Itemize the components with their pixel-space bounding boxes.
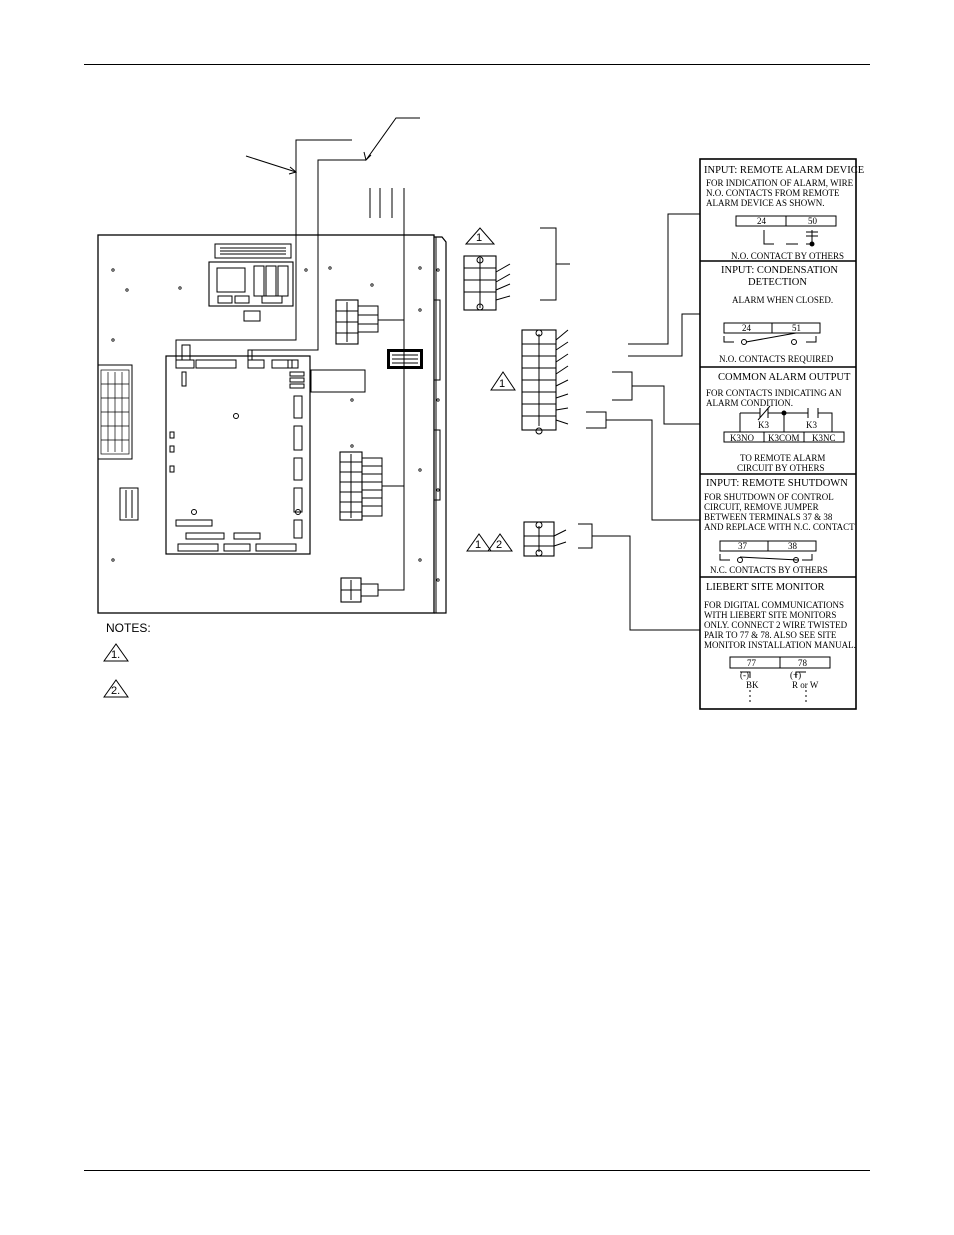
- panel-remote-shutdown-footer: N.C. CONTACTS BY OTHERS: [710, 565, 828, 575]
- terminal-37: 37: [738, 541, 748, 551]
- terminal-77: 77: [747, 658, 757, 668]
- triangle-note-bottom-1: 1: [475, 539, 481, 551]
- panel-site-monitor-body-3: ONLY. CONNECT 2 WIRE TWISTED: [704, 620, 848, 630]
- bottom-connector: [523, 521, 700, 631]
- panel-remote-shutdown-title: INPUT: REMOTE SHUTDOWN: [706, 478, 848, 489]
- note-1-number: 1.: [111, 649, 120, 661]
- terminal-k3no: K3NO: [730, 433, 754, 443]
- polarity-negative: (-): [740, 670, 749, 680]
- panel-remote-shutdown-body-1: FOR SHUTDOWN OF CONTROL: [704, 492, 834, 502]
- wire-bk: BK: [746, 680, 759, 690]
- panel-condensation-title-1: INPUT: CONDENSATION: [721, 265, 838, 276]
- panel-remote-shutdown-body-3: BETWEEN TERMINALS 37 & 38: [704, 512, 833, 522]
- panel-site-monitor-title: LIEBERT SITE MONITOR: [706, 582, 825, 593]
- control-cabinet: [97, 117, 447, 614]
- contact-k3-right: K3: [806, 420, 817, 430]
- middle-connector: [521, 213, 700, 521]
- panel-remote-alarm-body-3: ALARM DEVICE AS SHOWN.: [706, 198, 825, 208]
- triangle-note-bottom-2: 2: [496, 539, 502, 551]
- header-rule: [84, 64, 870, 65]
- panel-remote-shutdown-body-4: AND REPLACE WITH N.C. CONTACT: [704, 522, 855, 532]
- terminal-78: 78: [798, 658, 808, 668]
- terminal-k3nc: K3NC: [812, 433, 836, 443]
- top-connector: [463, 227, 570, 311]
- polarity-positive: (+): [790, 670, 801, 680]
- terminal-38: 38: [788, 541, 798, 551]
- panel-common-alarm-title: COMMON ALARM OUTPUT: [718, 372, 851, 383]
- terminal-k3com: K3COM: [768, 433, 800, 443]
- terminal-51: 51: [792, 323, 801, 333]
- note-2-number: 2.: [111, 685, 120, 697]
- footer-rule: [84, 1170, 870, 1171]
- panel-remote-alarm-footer: N.O. CONTACT BY OTHERS: [731, 251, 844, 261]
- panel-remote-alarm-body-1: FOR INDICATION OF ALARM, WIRE: [706, 178, 854, 188]
- panel-condensation-title-2: DETECTION: [748, 277, 807, 288]
- panel-condensation-body: ALARM WHEN CLOSED.: [732, 295, 833, 305]
- panel-remote-alarm-title: INPUT: REMOTE ALARM DEVICE: [704, 165, 864, 176]
- terminal-50: 50: [808, 216, 818, 226]
- wire-r-or-w: R or W: [792, 680, 819, 690]
- panel-condensation-footer: N.O. CONTACTS REQUIRED: [719, 354, 834, 364]
- panel-remote-alarm-body-2: N.O. CONTACTS FROM REMOTE: [706, 188, 840, 198]
- panel-common-alarm-body-2: ALARM CONDITION.: [706, 398, 793, 408]
- panel-site-monitor-body-2: WITH LIEBERT SITE MONITORS: [704, 610, 836, 620]
- contact-k3-left: K3: [758, 420, 769, 430]
- triangle-note-middle: 1: [499, 378, 505, 390]
- terminal-24-a: 24: [757, 216, 767, 226]
- panel-site-monitor-body-1: FOR DIGITAL COMMUNICATIONS: [704, 600, 844, 610]
- panel-common-alarm-footer-1: TO REMOTE ALARM: [740, 453, 825, 463]
- notes-heading: NOTES:: [106, 621, 151, 635]
- terminal-24-b: 24: [742, 323, 752, 333]
- triangle-note-top: 1: [476, 232, 482, 244]
- panel-common-alarm-body-1: FOR CONTACTS INDICATING AN: [706, 388, 842, 398]
- panel-site-monitor-body-5: MONITOR INSTALLATION MANUAL.: [704, 640, 856, 650]
- panel-remote-shutdown-body-2: CIRCUIT, REMOVE JUMPER: [704, 502, 819, 512]
- panel-site-monitor-body-4: PAIR TO 77 & 78. ALSO SEE SITE: [704, 630, 837, 640]
- panel-common-alarm-footer-2: CIRCUIT BY OTHERS: [737, 463, 825, 473]
